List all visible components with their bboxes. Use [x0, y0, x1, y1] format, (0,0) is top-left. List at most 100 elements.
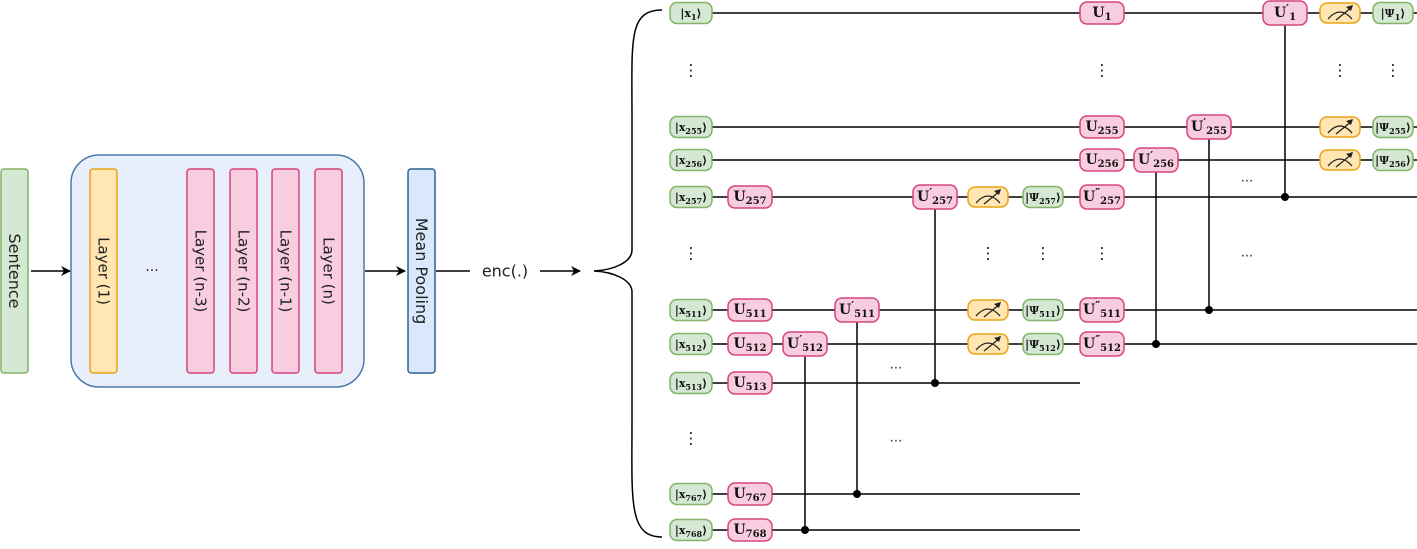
vertical-ellipsis: ⋮	[683, 429, 699, 448]
circuit-gates: |x1⟩|x255⟩|x256⟩|x257⟩|x511⟩|x512⟩|x513⟩…	[669, 0, 1414, 542]
sentence-label: Sentence	[5, 233, 24, 308]
layer-n-block: Layer (n)	[314, 168, 343, 374]
svg-text:|x1⟩: |x1⟩	[680, 7, 701, 23]
control-dot	[1281, 193, 1289, 201]
control-dot	[853, 490, 861, 498]
output-ket-psi-512: |Ψ512⟩	[1022, 332, 1064, 356]
gate-u-prime-256: U′256	[1133, 147, 1179, 173]
gate-u-prime-511: U′511	[834, 297, 880, 323]
vertical-ellipsis: ⋮	[1385, 61, 1401, 80]
layers-ellipsis: ...	[145, 259, 158, 275]
layer-n-2-label: Layer (n-2)	[235, 230, 253, 313]
circuit-ellipses: ⋮ ⋮ ⋮ ⋮ ⋮ ⋮ ⋮ ⋮ ⋮............	[683, 61, 1401, 448]
svg-text:U511: U511	[733, 302, 766, 320]
svg-text:U767: U767	[733, 486, 766, 504]
output-ket-psi-256: |Ψ256⟩	[1372, 148, 1414, 172]
layer-n-1-label: Layer (n-1)	[277, 230, 295, 313]
input-ket-513: |x513⟩	[669, 371, 713, 395]
horizontal-ellipsis: ...	[890, 358, 902, 373]
svg-text:|Ψ257⟩: |Ψ257⟩	[1025, 191, 1061, 207]
control-dot	[801, 526, 809, 534]
output-ket-psi-255: |Ψ255⟩	[1372, 115, 1414, 139]
svg-text:U″512: U″512	[1083, 333, 1121, 354]
measurement-meter	[1319, 2, 1361, 24]
control-dot	[931, 379, 939, 387]
svg-text:U″257: U″257	[1083, 186, 1121, 207]
horizontal-ellipsis: ...	[1241, 171, 1253, 186]
input-ket-512: |x512⟩	[669, 332, 713, 356]
svg-text:|x255⟩: |x255⟩	[675, 121, 707, 137]
gate-u-255: U255	[1079, 115, 1125, 139]
horizontal-ellipsis: ...	[890, 431, 902, 446]
layer-n-label: Layer (n)	[320, 237, 338, 305]
layer-1-block: Layer (1)	[89, 168, 118, 374]
svg-text:U512: U512	[733, 336, 766, 354]
gate-u-511: U511	[727, 298, 773, 322]
svg-text:U257: U257	[733, 189, 766, 207]
mean-pooling-block: Mean Pooling	[407, 168, 436, 374]
measurement-meter	[967, 186, 1009, 208]
vertical-ellipsis: ⋮	[1094, 244, 1110, 263]
control-dot	[1152, 340, 1160, 348]
gate-u-257: U257	[727, 185, 773, 209]
circuit-controls	[801, 13, 1289, 534]
layer-n-3-label: Layer (n-3)	[192, 230, 210, 313]
svg-text:|x511⟩: |x511⟩	[675, 304, 707, 320]
svg-text:U′256: U′256	[1138, 149, 1174, 170]
vertical-ellipsis: ⋮	[683, 61, 699, 80]
gate-u-512: U512	[727, 332, 773, 356]
svg-text:|x512⟩: |x512⟩	[675, 338, 707, 354]
input-ket-768: |x768⟩	[669, 518, 713, 542]
measurement-meter	[1319, 149, 1361, 171]
gate-u-prime-1: U′1	[1262, 0, 1308, 26]
gate-u-dprime-257: U″257	[1079, 184, 1125, 210]
svg-text:|x513⟩: |x513⟩	[675, 377, 707, 393]
gate-u-prime-512: U′512	[782, 331, 828, 357]
svg-text:|x767⟩: |x767⟩	[675, 488, 707, 504]
output-ket-psi-257: |Ψ257⟩	[1022, 185, 1064, 209]
vertical-ellipsis: ⋮	[1332, 61, 1348, 80]
circuit-brace	[593, 9, 663, 538]
svg-text:U′257: U′257	[917, 186, 953, 207]
input-ket-1: |x1⟩	[669, 1, 713, 25]
svg-text:|Ψ1⟩: |Ψ1⟩	[1381, 7, 1406, 23]
gate-u-1: U1	[1079, 1, 1125, 25]
gate-u-prime-257: U′257	[912, 184, 958, 210]
output-ket-psi-511: |Ψ511⟩	[1022, 298, 1064, 322]
measurement-meter	[967, 333, 1009, 355]
gate-u-767: U767	[727, 482, 773, 506]
control-dot	[1205, 306, 1213, 314]
input-ket-257: |x257⟩	[669, 185, 713, 209]
svg-text:U255: U255	[1085, 119, 1118, 137]
svg-text:U1: U1	[1092, 5, 1111, 23]
svg-text:|x768⟩: |x768⟩	[675, 524, 707, 540]
vertical-ellipsis: ⋮	[1094, 61, 1110, 80]
vertical-ellipsis: ⋮	[1035, 244, 1051, 263]
horizontal-ellipsis: ...	[1241, 246, 1253, 261]
input-ket-767: |x767⟩	[669, 482, 713, 506]
gate-u-dprime-511: U″511	[1079, 297, 1125, 323]
svg-text:|Ψ512⟩: |Ψ512⟩	[1025, 338, 1061, 354]
svg-text:U513: U513	[733, 375, 766, 393]
measurement-meter	[967, 299, 1009, 321]
vertical-ellipsis: ⋮	[683, 244, 699, 263]
gate-u-513: U513	[727, 371, 773, 395]
layer-n-2-block: Layer (n-2)	[229, 168, 258, 374]
layer-1-label: Layer (1)	[95, 237, 113, 305]
circuit-wires	[712, 12, 1417, 531]
input-ket-255: |x255⟩	[669, 115, 713, 139]
svg-text:|Ψ256⟩: |Ψ256⟩	[1375, 154, 1411, 170]
enc-label: enc(.)	[482, 262, 528, 281]
svg-text:U′512: U′512	[787, 333, 823, 354]
layer-n-1-block: Layer (n-1)	[271, 168, 300, 374]
vertical-ellipsis: ⋮	[980, 244, 996, 263]
svg-text:U256: U256	[1085, 152, 1118, 170]
gate-u-256: U256	[1079, 148, 1125, 172]
gate-u-768: U768	[727, 518, 773, 542]
gate-u-prime-255: U′255	[1186, 114, 1232, 140]
svg-text:U′511: U′511	[839, 299, 875, 320]
svg-text:|Ψ511⟩: |Ψ511⟩	[1025, 304, 1061, 320]
svg-text:U″511: U″511	[1083, 299, 1121, 320]
svg-text:|x257⟩: |x257⟩	[675, 191, 707, 207]
